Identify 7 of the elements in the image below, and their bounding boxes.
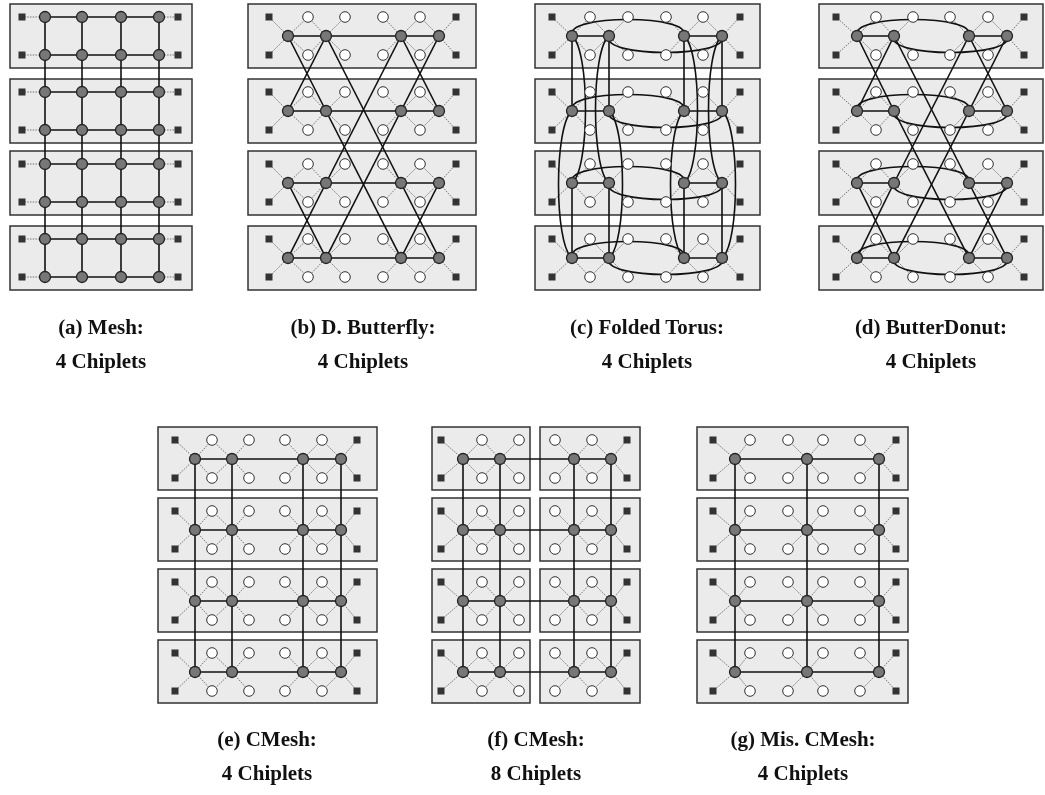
figure-caption: (c) Folded Torus: 4 Chiplets bbox=[569, 314, 725, 375]
figure-caption: (d) ButterDonut: 4 Chiplets bbox=[853, 314, 1009, 375]
figure-caption: (e) CMesh: 4 Chiplets bbox=[216, 726, 318, 787]
figure-caption: (a) Mesh: 4 Chiplets bbox=[54, 314, 148, 375]
figure-caption: (b) D. Butterfly: 4 Chiplets bbox=[289, 314, 437, 375]
figure-caption: (f) CMesh: 8 Chiplets bbox=[486, 726, 586, 787]
figure-caption: (g) Mis. CMesh: 4 Chiplets bbox=[729, 726, 877, 787]
